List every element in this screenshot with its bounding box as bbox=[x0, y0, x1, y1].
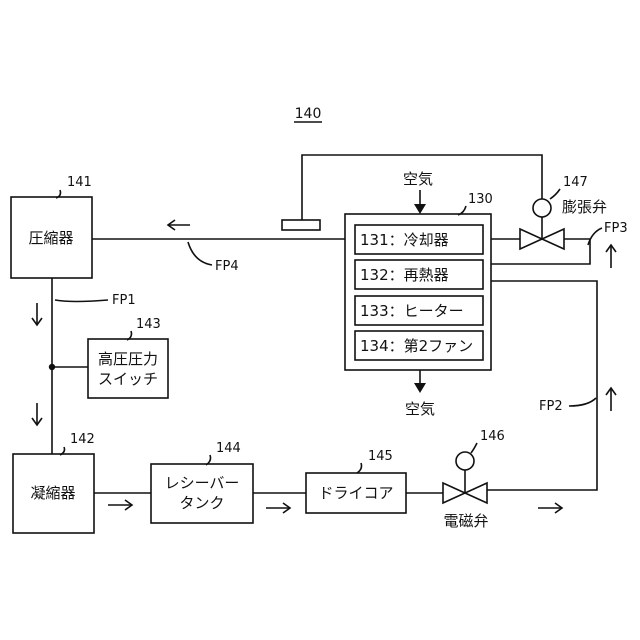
fp2-leader bbox=[569, 398, 596, 406]
dryer-ref-leader bbox=[357, 463, 362, 473]
cooler-label: 131：冷却器 bbox=[360, 231, 449, 249]
flow-arrow-fp4-left bbox=[168, 220, 190, 230]
fp1-label: FP1 bbox=[112, 293, 136, 308]
flow-arrow-right-1 bbox=[108, 500, 132, 510]
receiver-tank-line2: タンク bbox=[179, 494, 224, 512]
solenoid-valve-ref: 146 bbox=[480, 429, 505, 444]
flow-arrow-fp3-up bbox=[606, 245, 616, 268]
hp-switch-box bbox=[88, 339, 168, 398]
receiver-tank-ref: 144 bbox=[216, 441, 241, 456]
sensing-bulb bbox=[282, 220, 320, 230]
solenoid-valve-left bbox=[443, 483, 465, 503]
fp3-label: FP3 bbox=[604, 221, 628, 236]
expansion-valve-ref-leader bbox=[550, 189, 560, 199]
fp4-leader bbox=[188, 242, 212, 265]
figure-number: 140 bbox=[295, 106, 322, 122]
flow-arrow-fp1-down-1 bbox=[32, 303, 42, 325]
pipe-fp2 bbox=[483, 281, 597, 490]
flow-arrow-right-2 bbox=[266, 503, 290, 513]
compressor-ref: 141 bbox=[67, 175, 92, 190]
air-in-label: 空気 bbox=[403, 170, 433, 188]
receiver-tank-line1: レシーバー bbox=[165, 474, 240, 492]
solenoid-valve-right bbox=[465, 483, 487, 503]
flow-arrow-fp1-down-2 bbox=[32, 403, 42, 425]
hp-switch-line2: スイッチ bbox=[98, 370, 158, 388]
solenoid-valve-label: 電磁弁 bbox=[443, 512, 488, 530]
solenoid-valve-ref-leader bbox=[471, 443, 477, 453]
expansion-valve-right bbox=[542, 229, 564, 249]
expansion-valve-label: 膨張弁 bbox=[562, 198, 607, 216]
hp-switch-line1: 高圧圧力 bbox=[98, 350, 158, 368]
reheater-label: 132：再熱器 bbox=[360, 266, 449, 284]
air-out-arrowhead bbox=[414, 383, 426, 393]
air-in-arrowhead bbox=[414, 204, 426, 214]
pipe-fp3 bbox=[483, 239, 590, 264]
fp4-label: FP4 bbox=[215, 259, 239, 274]
expansion-valve-ref: 147 bbox=[563, 175, 588, 190]
fp2-label: FP2 bbox=[539, 399, 563, 414]
solenoid-valve-actuator bbox=[456, 452, 474, 470]
expansion-valve-actuator bbox=[533, 199, 551, 217]
flow-arrow-fp2-up bbox=[606, 388, 616, 411]
fan-label: 134：第2ファン bbox=[360, 337, 473, 355]
condenser-ref: 142 bbox=[70, 432, 95, 447]
expansion-valve-left bbox=[520, 229, 542, 249]
unit-130-ref: 130 bbox=[468, 192, 493, 207]
dryer-label: ドライコア bbox=[318, 484, 393, 502]
heater-label: 133：ヒーター bbox=[360, 302, 464, 320]
flow-arrow-right-3 bbox=[538, 503, 562, 513]
condenser-label: 凝縮器 bbox=[30, 484, 75, 502]
fp1-leader bbox=[55, 300, 108, 302]
air-out-label: 空気 bbox=[405, 400, 435, 418]
dryer-ref: 145 bbox=[368, 449, 393, 464]
hp-switch-ref: 143 bbox=[136, 317, 161, 332]
compressor-label: 圧縮器 bbox=[28, 229, 73, 247]
